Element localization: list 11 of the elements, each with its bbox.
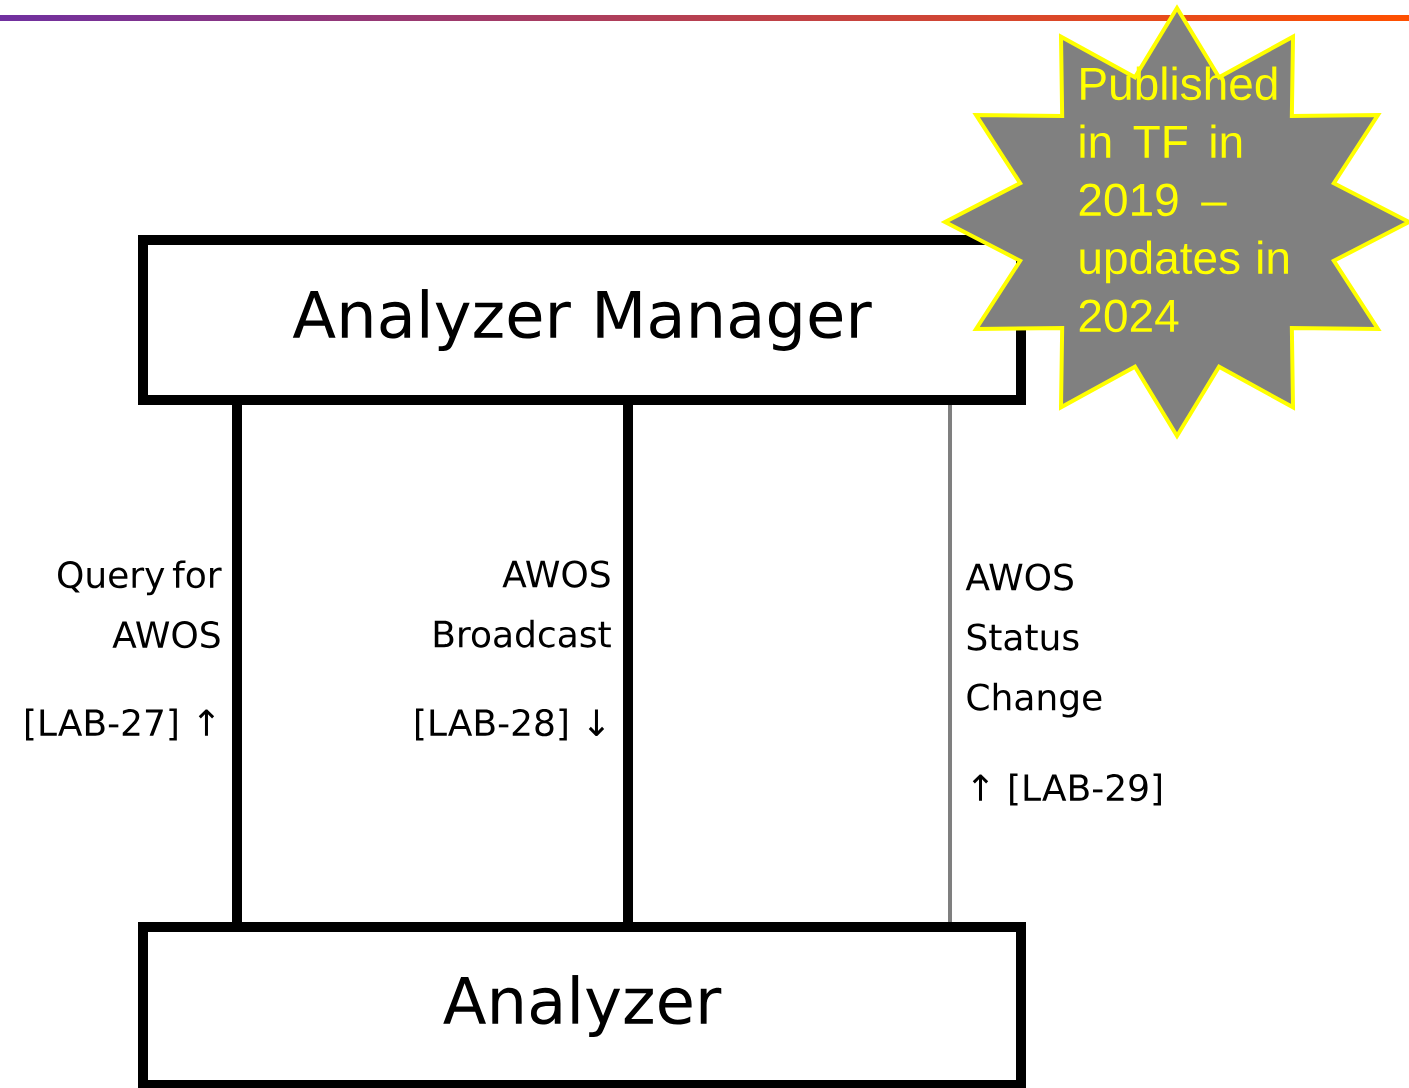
requirement-label: [LAB-27] ↑	[26, 708, 215, 741]
connector-line	[948, 405, 952, 922]
component-box: Analyzer	[138, 922, 1026, 1088]
connector-line	[623, 405, 633, 922]
component-box: Analyzer Manager	[138, 235, 1026, 405]
connector-line	[232, 405, 242, 922]
requirement-label: [LAB-28] ↓	[416, 708, 605, 741]
edge-label: Query for AWOS	[58, 560, 222, 649]
edge-label: AWOS Status Change	[965, 563, 1102, 718]
edge-label: AWOS Broadcast	[434, 560, 611, 648]
requirement-label: ↑ [LAB-29]	[972, 773, 1161, 806]
